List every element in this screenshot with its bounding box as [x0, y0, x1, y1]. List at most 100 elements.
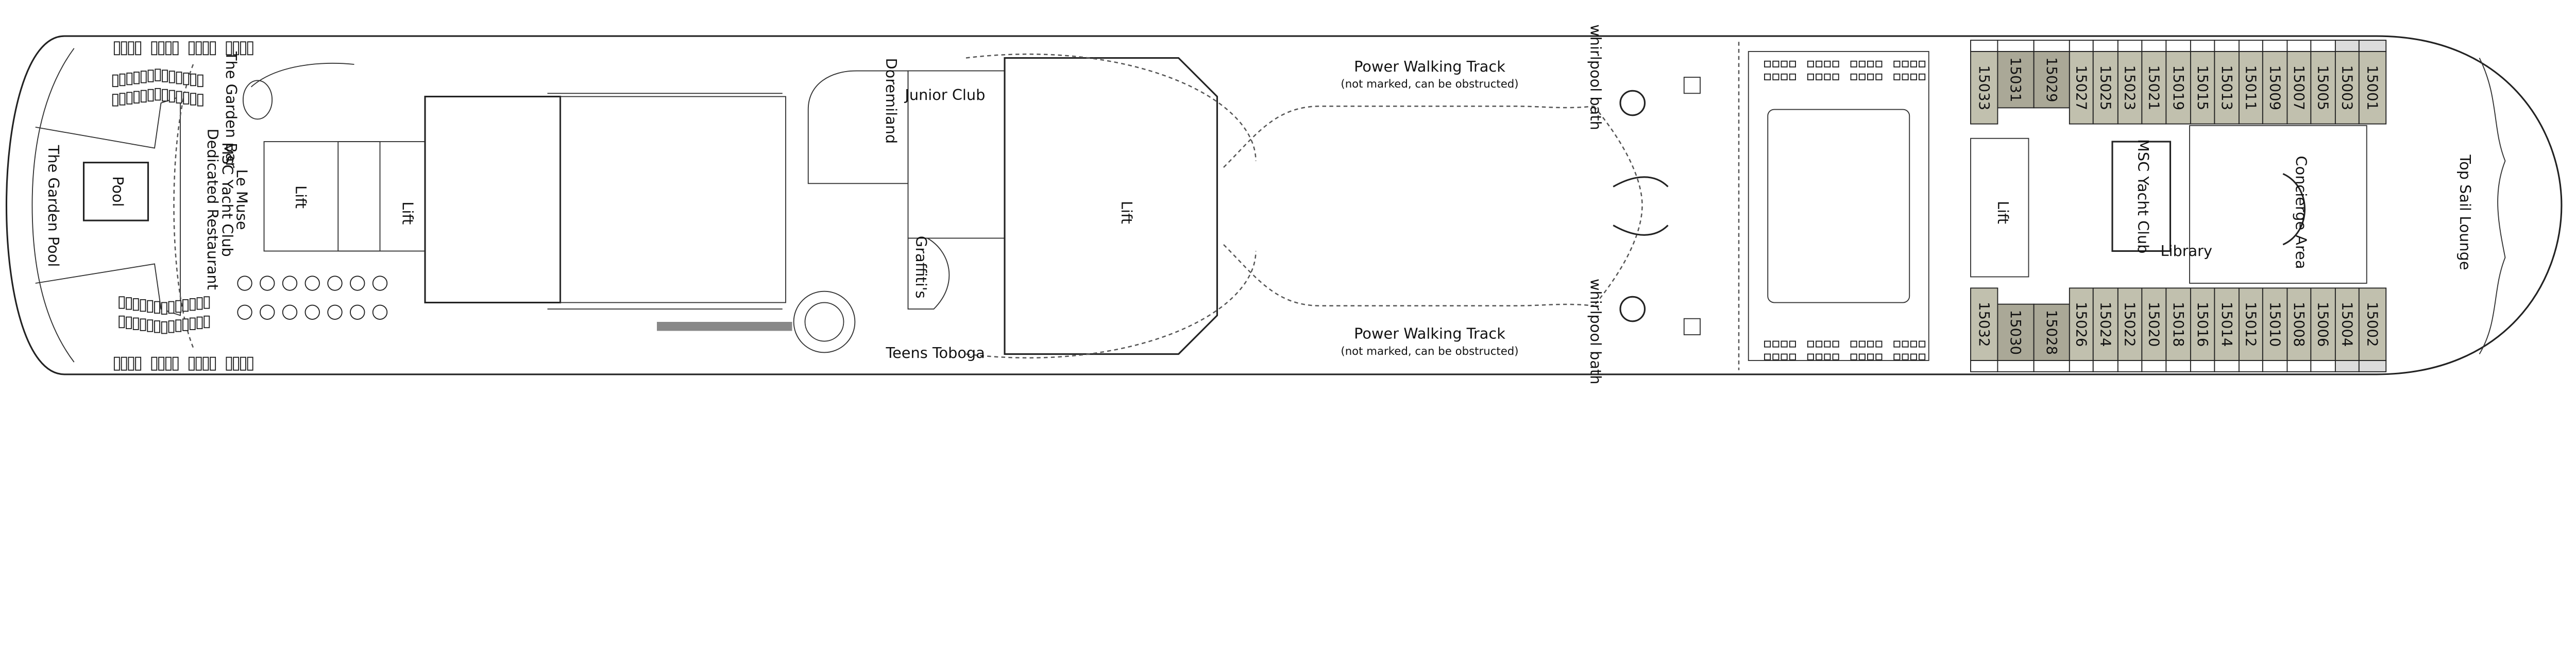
lounger	[147, 319, 154, 332]
lounger	[1919, 353, 1926, 360]
lounger	[165, 41, 172, 56]
cabin-15027[interactable]	[2069, 51, 2094, 125]
graffitis-room	[907, 237, 950, 310]
lounger	[151, 41, 158, 56]
cabin-15005[interactable]	[2310, 51, 2336, 125]
cabin-number: 15005	[2315, 65, 2331, 110]
cabin-balcony	[2214, 360, 2240, 372]
lounger	[1789, 73, 1796, 80]
cabin-balcony	[2262, 360, 2288, 372]
forward-loungers	[1764, 60, 1926, 360]
lounger	[176, 72, 182, 84]
cabin-15025[interactable]	[2092, 51, 2119, 125]
yacht-club-room	[2111, 141, 2172, 252]
cabin-number: 15031	[2007, 57, 2024, 102]
lounger	[126, 297, 132, 310]
dining-table	[260, 304, 275, 320]
cabin-15001[interactable]	[2358, 51, 2387, 125]
lounger	[1772, 340, 1780, 348]
label-teens-toboga: Teens Toboga	[885, 344, 985, 362]
cabin-15003[interactable]	[2334, 51, 2360, 125]
cabin-15028[interactable]	[2033, 303, 2070, 361]
vent-grille	[657, 322, 792, 331]
cabin-number: 15032	[1976, 302, 1992, 347]
cabin-balcony	[1970, 360, 1998, 372]
lounger	[132, 298, 139, 311]
lounger	[113, 356, 120, 371]
cabin-15023[interactable]	[2117, 51, 2143, 125]
cabin-15019[interactable]	[2165, 51, 2191, 125]
cabin-15026[interactable]	[2069, 287, 2094, 361]
cabin-number: 15004	[2338, 302, 2355, 347]
cabin-15030[interactable]	[1997, 303, 2035, 361]
label-concierge-area: Concierge Area	[2292, 156, 2310, 269]
lounger	[168, 320, 175, 333]
label-dedicated-restaurant: Dedicated Restaurant	[204, 129, 222, 290]
cabin-15031[interactable]	[1997, 51, 2035, 109]
mid-block	[560, 96, 786, 303]
lounger	[119, 93, 126, 106]
cabin-15010[interactable]	[2262, 287, 2288, 361]
lounger	[1781, 353, 1788, 360]
cabin-15006[interactable]	[2310, 287, 2336, 361]
lounger	[172, 356, 179, 371]
cabin-15032[interactable]	[1970, 287, 1998, 361]
lounger	[1781, 340, 1788, 348]
cabin-15022[interactable]	[2117, 287, 2143, 361]
cabin-balcony	[2117, 40, 2143, 52]
cabin-15012[interactable]	[2238, 287, 2263, 361]
label-the-garden-bar: The Garden Bar	[223, 51, 240, 168]
lounger	[247, 41, 253, 56]
lounger	[182, 318, 189, 331]
dining-table	[260, 276, 275, 291]
cabin-15029[interactable]	[2033, 51, 2070, 109]
cabin-15011[interactable]	[2238, 51, 2263, 125]
lounger	[183, 72, 190, 85]
lounger	[126, 72, 133, 85]
cabin-15033[interactable]	[1970, 51, 1998, 125]
cabin-15008[interactable]	[2286, 287, 2312, 361]
label-the-garden-pool: The Garden Pool	[45, 145, 62, 267]
lounger	[1824, 353, 1831, 360]
lounger	[1816, 73, 1823, 80]
lounger	[1867, 340, 1874, 348]
lounger	[233, 41, 240, 56]
lounger	[126, 92, 133, 105]
cabin-15020[interactable]	[2141, 287, 2167, 361]
cabin-15015[interactable]	[2190, 51, 2215, 125]
cabin-balcony	[2190, 360, 2215, 372]
cabin-15007[interactable]	[2286, 51, 2312, 125]
lounger	[202, 41, 209, 56]
lounger	[121, 41, 127, 56]
lounger	[175, 300, 182, 313]
cabin-balcony	[2262, 40, 2288, 52]
lounger	[1789, 340, 1796, 348]
cabin-number: 15009	[2266, 65, 2283, 110]
cabin-number: 15023	[2122, 65, 2138, 110]
cabin-15016[interactable]	[2190, 287, 2215, 361]
lounger	[204, 315, 210, 329]
lounger	[154, 320, 160, 333]
dining-table	[237, 276, 252, 291]
cabin-number: 15022	[2122, 302, 2138, 347]
label-walking-track-top-note: (not marked, can be obstructed)	[1341, 78, 1518, 91]
lounger	[1781, 73, 1788, 80]
label-whirlpool-bottom: whirlpool bath	[1587, 279, 1605, 384]
cabin-number: 15019	[2170, 65, 2187, 110]
dining-table	[327, 304, 343, 320]
cabin-15024[interactable]	[2092, 287, 2119, 361]
whirlpool-top	[1619, 90, 1646, 116]
lounger	[140, 90, 147, 103]
sun-loungers	[112, 41, 253, 371]
cabin-15002[interactable]	[2358, 287, 2387, 361]
cabin-15021[interactable]	[2141, 51, 2167, 125]
cabin-number: 15024	[2097, 302, 2113, 347]
lounger	[168, 90, 175, 103]
cabin-15018[interactable]	[2165, 287, 2191, 361]
label-lift-aft: Lift	[292, 185, 310, 209]
lounger	[147, 89, 154, 102]
lounger	[1919, 340, 1926, 348]
cabin-balcony	[2092, 360, 2119, 372]
cabin-15013[interactable]	[2214, 51, 2240, 125]
